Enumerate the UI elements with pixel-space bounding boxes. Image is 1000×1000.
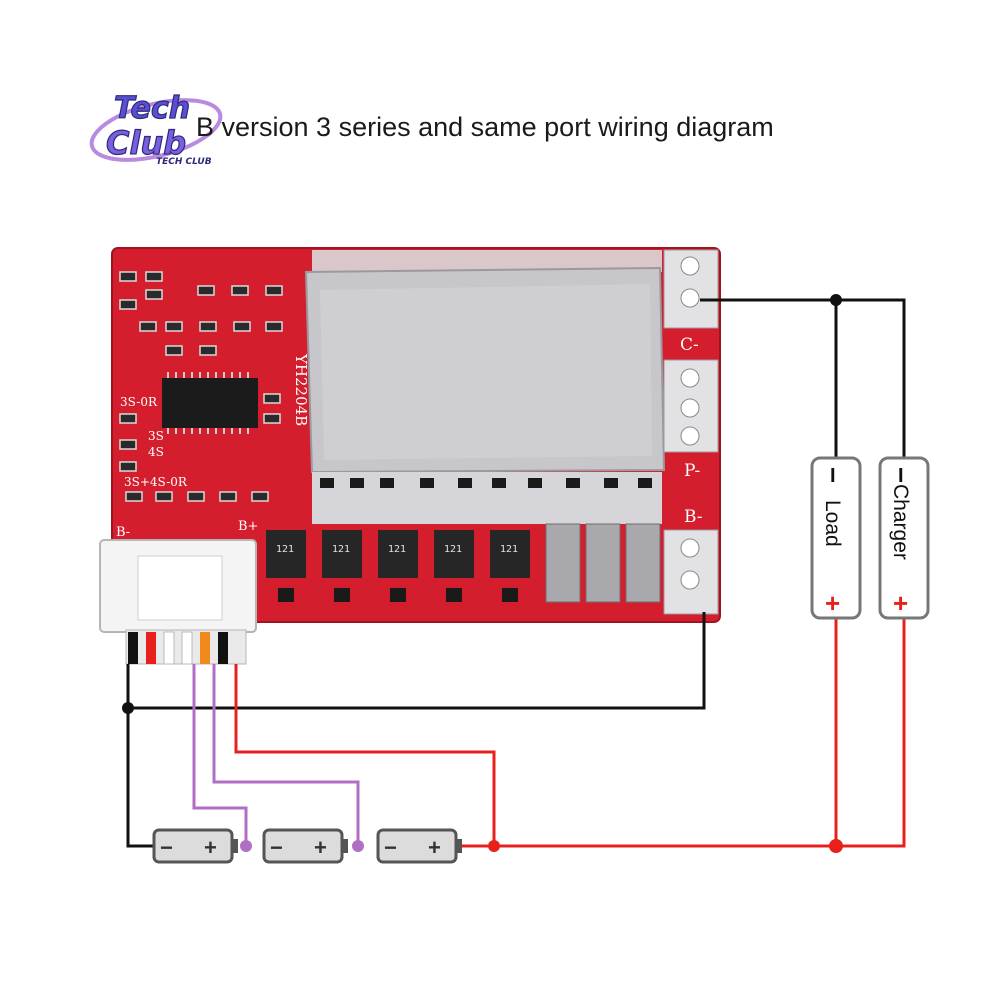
wire-positive-main [458,614,906,848]
pad-label-c-minus: C- [680,335,699,355]
chip-label: 121 [276,544,294,555]
load-pos-label: + [825,588,840,618]
pad-label-b-minus: B- [684,507,703,527]
cell-pos-label: + [314,835,327,860]
silk-3s4s-0r: 3S+4S-0R [124,475,188,489]
balance-connector [99,539,257,665]
mosfet-row: 121 121 121 121 121 [266,530,530,602]
logo-tagline: TECH CLUB [156,157,212,167]
load-device: I Load + [810,456,862,620]
charger-neg-label: I [898,465,904,487]
wire-balance-1 [192,664,248,846]
cell-pos-label: + [204,835,217,860]
wire-b-minus [128,612,706,710]
logo-line1: Tech [114,91,190,126]
cell-pos-label: + [428,835,441,860]
board-model-label: YH2204B [292,353,310,426]
junction-purple-1 [240,840,252,852]
charger-pos-label: + [893,588,908,618]
load-label: Load [821,500,844,547]
junction-black-left [122,702,134,714]
charger-label: Charger [889,484,912,560]
silk-3s-0r: 3S-0R [120,395,158,409]
silk-b-minus: B- [116,525,130,540]
logo-line2: Club [106,124,186,162]
chip-label: 121 [332,544,350,555]
page-title: B version 3 series and same port wiring … [196,112,774,142]
pad-label-p-minus: P- [684,461,700,481]
chip-label: 121 [388,544,406,555]
battery-cell: − + [262,828,348,864]
heatsink-plate [304,266,666,474]
junction-red-right [829,839,843,853]
silk-4s: 4S [148,445,164,459]
junction-black-top [830,294,842,306]
charger-device: I Charger + [878,456,930,620]
battery-cell: − + [152,828,238,864]
wire-balance-pos [234,664,496,846]
wire-c-minus [700,298,906,460]
junction-purple-2 [352,840,364,852]
wire-balance-2 [212,664,360,846]
cell-neg-label: − [160,835,173,860]
tech-club-logo: Tech Club TECH CLUB [89,90,223,167]
chip-label: 121 [500,544,518,555]
chip-label: 121 [444,544,462,555]
junction-red-left [488,840,500,852]
ic-chip [162,372,258,434]
load-neg-label: I [830,465,836,487]
battery-cell: − + [376,828,462,864]
silk-b-plus: B+ [238,519,258,534]
cell-neg-label: − [270,835,283,860]
silk-3s: 3S [148,429,164,443]
wire-battery-neg [126,664,156,848]
bms-board: C- P- B- [111,247,721,623]
cell-neg-label: − [384,835,397,860]
